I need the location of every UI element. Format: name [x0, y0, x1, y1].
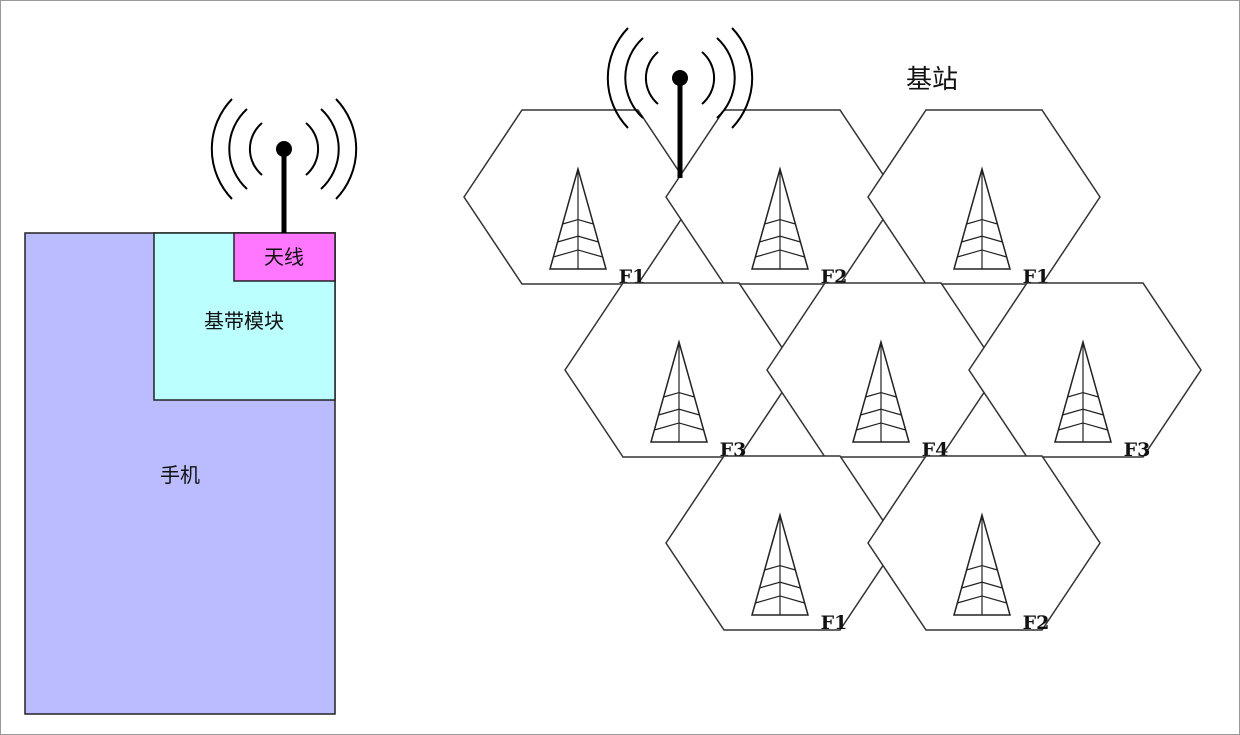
cell-1: F1: [463, 109, 697, 288]
cell-frequency-label: F2: [1023, 612, 1050, 634]
tower-icon: [650, 339, 708, 443]
tower-icon: [751, 512, 809, 616]
base-station-title: 基站: [906, 65, 958, 95]
tower-icon: [1054, 339, 1112, 443]
antenna-label: 天线: [264, 245, 304, 269]
cell-2: F2: [665, 109, 899, 288]
hexagon: [968, 282, 1202, 458]
cell-5: F4: [766, 282, 1000, 461]
baseband-label: 基带模块: [204, 309, 284, 333]
hexagon: [463, 109, 697, 285]
cell-frequency-label: F1: [821, 612, 848, 634]
hexagon: [665, 455, 899, 631]
tower-icon: [953, 166, 1011, 270]
hexagon: [867, 455, 1101, 631]
hexagon: [564, 282, 798, 458]
cell-3: F1: [867, 109, 1101, 288]
cell-4: F3: [564, 282, 798, 461]
cell-7: F1: [665, 455, 899, 634]
hexagon: [867, 109, 1101, 285]
cell-6: F3: [968, 282, 1202, 461]
cell-8: F2: [867, 455, 1101, 634]
tower-icon: [751, 166, 809, 270]
tower-icon: [953, 512, 1011, 616]
tower-icon: [852, 339, 910, 443]
antenna-module: [233, 232, 336, 282]
cell-frequency-label: F3: [1124, 439, 1151, 461]
hexagon: [665, 109, 899, 285]
antenna-icon: [606, 27, 754, 178]
tower-icon: [549, 166, 607, 270]
hexagon: [766, 282, 1000, 458]
antenna-icon: [210, 98, 358, 233]
phone-block: 天线 基带模块 手机: [24, 232, 336, 715]
phone-label: 手机: [160, 463, 200, 487]
